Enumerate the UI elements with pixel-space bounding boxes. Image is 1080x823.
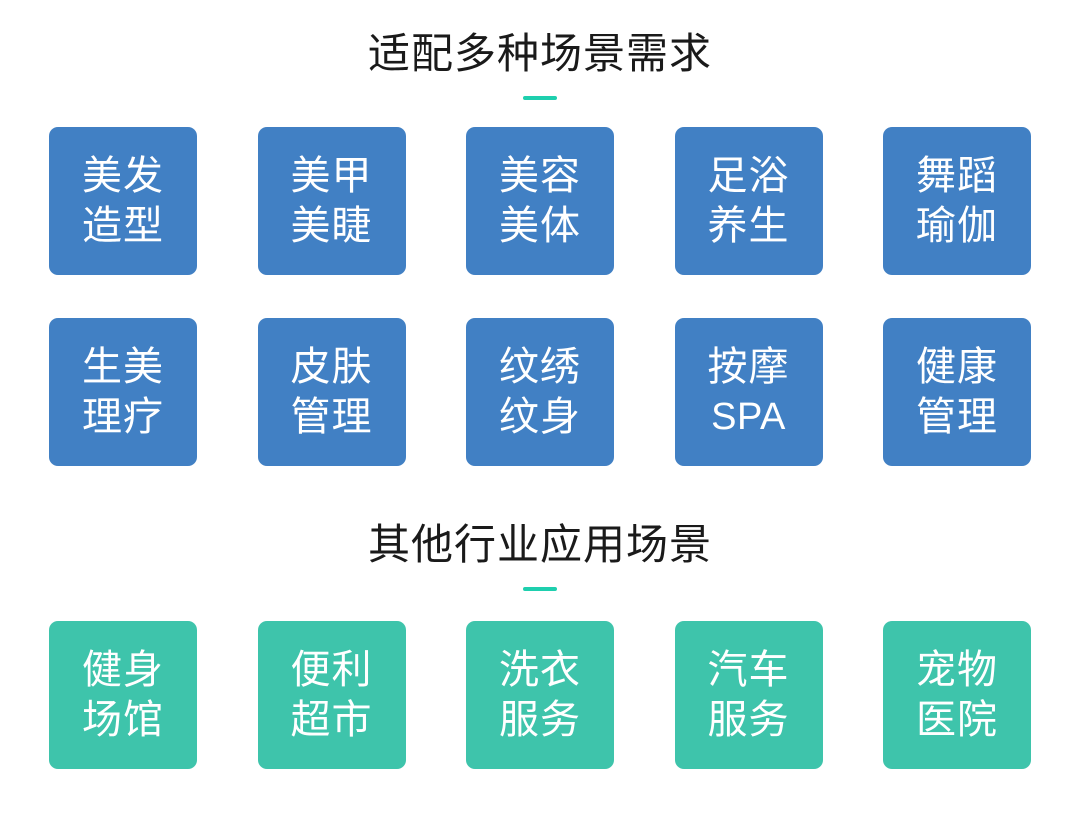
scenario-card[interactable]: 洗衣 服务 <box>466 621 614 769</box>
card-label-line1: 美甲 <box>290 154 373 198</box>
card-grid-row-2: 生美 理疗 皮肤 管理 纹绣 纹身 按摩 SPA 健康 管理 <box>49 318 1031 466</box>
section-primary-scenarios: 适配多种场景需求 美发 造型 美甲 美睫 美容 美体 足浴 养生 舞蹈 <box>0 0 1080 466</box>
scenario-card[interactable]: 宠物 医院 <box>883 621 1031 769</box>
title-divider <box>523 587 557 591</box>
scenario-card[interactable]: 便利 超市 <box>257 621 406 769</box>
card-label-line2: 理疗 <box>82 395 164 439</box>
card-grid-row-3: 健身 场馆 便利 超市 洗衣 服务 汽车 服务 宠物 医院 <box>49 621 1031 769</box>
card-label-line1: 舞蹈 <box>916 154 998 198</box>
card-label-line2: 管理 <box>916 395 998 439</box>
card-label-line2: 服务 <box>499 698 581 742</box>
card-label-line1: 汽车 <box>707 648 790 692</box>
scenario-card[interactable]: 健身 场馆 <box>49 621 197 769</box>
card-label-line1: 美容 <box>499 154 581 198</box>
card-label-line1: 宠物 <box>916 648 998 692</box>
card-label-line1: 健康 <box>916 345 998 389</box>
scenario-card[interactable]: 健康 管理 <box>883 318 1031 466</box>
card-label-line1: 皮肤 <box>290 345 373 389</box>
scenario-card[interactable]: 纹绣 纹身 <box>466 318 614 466</box>
card-label-line1: 生美 <box>82 345 164 389</box>
card-grid-row-1: 美发 造型 美甲 美睫 美容 美体 足浴 养生 舞蹈 瑜伽 <box>49 127 1031 275</box>
card-label-line1: 纹绣 <box>499 345 581 389</box>
scenario-card[interactable]: 舞蹈 瑜伽 <box>883 127 1031 275</box>
card-label-line1: 便利 <box>290 648 373 692</box>
scenario-card[interactable]: 美发 造型 <box>49 127 197 275</box>
scenario-card[interactable]: 汽车 服务 <box>674 621 823 769</box>
scenario-card[interactable]: 生美 理疗 <box>49 318 197 466</box>
card-label-line2: 养生 <box>707 204 790 248</box>
card-label-line2: 美睫 <box>290 204 373 248</box>
section-other-industries: 其他行业应用场景 健身 场馆 便利 超市 洗衣 服务 汽车 服务 宠物 <box>0 466 1080 769</box>
card-label-line2: 管理 <box>290 395 373 439</box>
card-label-line1: 健身 <box>82 648 164 692</box>
card-label-line2: 服务 <box>707 698 790 742</box>
scenario-card[interactable]: 足浴 养生 <box>674 127 823 275</box>
card-label-line1: 按摩 <box>707 345 790 389</box>
card-label-line2: SPA <box>711 396 786 438</box>
card-label-line2: 美体 <box>499 204 581 248</box>
card-label-line2: 瑜伽 <box>916 204 998 248</box>
scenario-card[interactable]: 皮肤 管理 <box>257 318 406 466</box>
section-header-primary: 适配多种场景需求 <box>0 0 1080 100</box>
scenario-card[interactable]: 美甲 美睫 <box>257 127 406 275</box>
card-label-line2: 造型 <box>82 204 164 248</box>
scenario-card[interactable]: 按摩 SPA <box>674 318 823 466</box>
section-header-secondary: 其他行业应用场景 <box>0 466 1080 591</box>
section-title-secondary: 其他行业应用场景 <box>367 521 712 568</box>
card-label-line2: 场馆 <box>82 698 164 742</box>
card-label-line2: 医院 <box>916 698 998 742</box>
card-label-line2: 纹身 <box>499 395 581 439</box>
title-divider <box>523 96 557 100</box>
card-label-line1: 美发 <box>82 154 164 198</box>
card-label-line2: 超市 <box>290 698 373 742</box>
scenario-card[interactable]: 美容 美体 <box>466 127 614 275</box>
page-title: 适配多种场景需求 <box>367 30 712 77</box>
card-label-line1: 足浴 <box>707 154 790 198</box>
card-label-line1: 洗衣 <box>499 648 581 692</box>
